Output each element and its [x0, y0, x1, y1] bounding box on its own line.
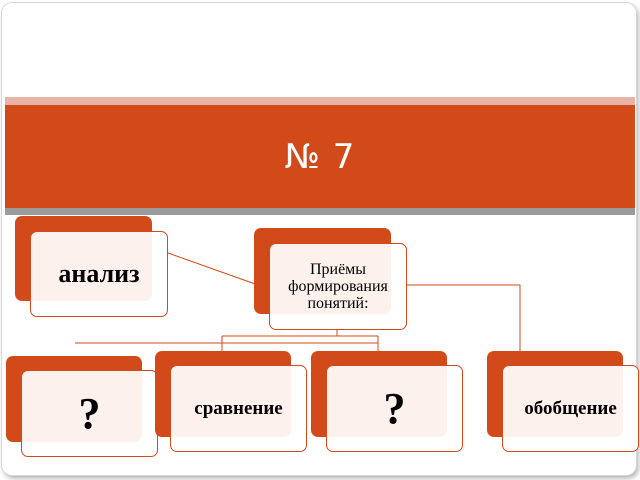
title-band-highlight: [5, 97, 635, 105]
node-generalization: обобщение: [502, 365, 639, 452]
title-band: [5, 105, 635, 208]
node-analysis: анализ: [30, 231, 168, 317]
node-analysis-label: анализ: [58, 259, 140, 288]
node-generalization-label: обобщение: [524, 397, 617, 419]
node-comparison-label: сравнение: [194, 397, 283, 419]
node-center: Приёмы формирования понятий:: [269, 243, 407, 330]
connector-analysis-to-center: [167, 252, 259, 286]
title-band-shadow: [5, 208, 635, 215]
node-center-label: Приёмы формирования понятий:: [288, 261, 388, 312]
node-question-2-label: ?: [383, 384, 406, 433]
node-question-2: ?: [326, 365, 463, 452]
connector-center-to-generalization: [405, 284, 521, 353]
node-question-1: ?: [21, 370, 158, 457]
node-question-1-label: ?: [78, 389, 101, 438]
slide-title: № 7: [284, 136, 356, 177]
node-comparison: сравнение: [170, 365, 307, 452]
